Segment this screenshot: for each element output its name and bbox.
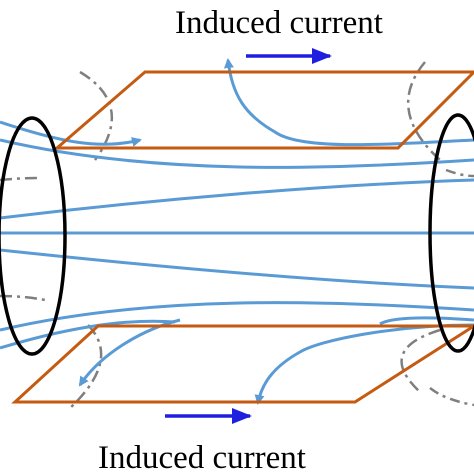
dashed-accent-right-upper — [445, 168, 474, 178]
dashed-loop-top-left — [79, 70, 113, 161]
field-line-lower-right-arrow — [254, 323, 474, 405]
field-line-lower-left — [0, 319, 176, 350]
right-coil-loop — [428, 113, 474, 353]
dashed-accent-right-lower — [429, 387, 474, 407]
field-line-lower-2 — [0, 301, 474, 332]
top-label: Induced current — [175, 5, 383, 41]
plates — [11, 70, 474, 404]
coil-loops — [0, 113, 474, 356]
left-coil-loop — [0, 116, 67, 356]
dashed-loop-top-right — [406, 61, 441, 161]
field-line-upper-right-arrow — [223, 58, 474, 147]
dashed-loop-bottom-right — [400, 328, 441, 393]
field-line-lower-1 — [0, 248, 474, 290]
field-line-lower-right-tail — [379, 316, 474, 326]
bottom-label: Induced current — [98, 440, 306, 474]
bottom-plate — [11, 324, 474, 404]
field-line-lower-left-arrow — [78, 318, 181, 387]
top-plate — [52, 70, 474, 150]
dashed-loop-bottom-left-tail — [0, 294, 46, 302]
dashed-accent-arcs — [429, 168, 474, 407]
field-line-upper-2 — [0, 138, 474, 169]
field-line-upper-1 — [0, 178, 474, 220]
dashed-loop-top-left-tail — [0, 176, 41, 182]
